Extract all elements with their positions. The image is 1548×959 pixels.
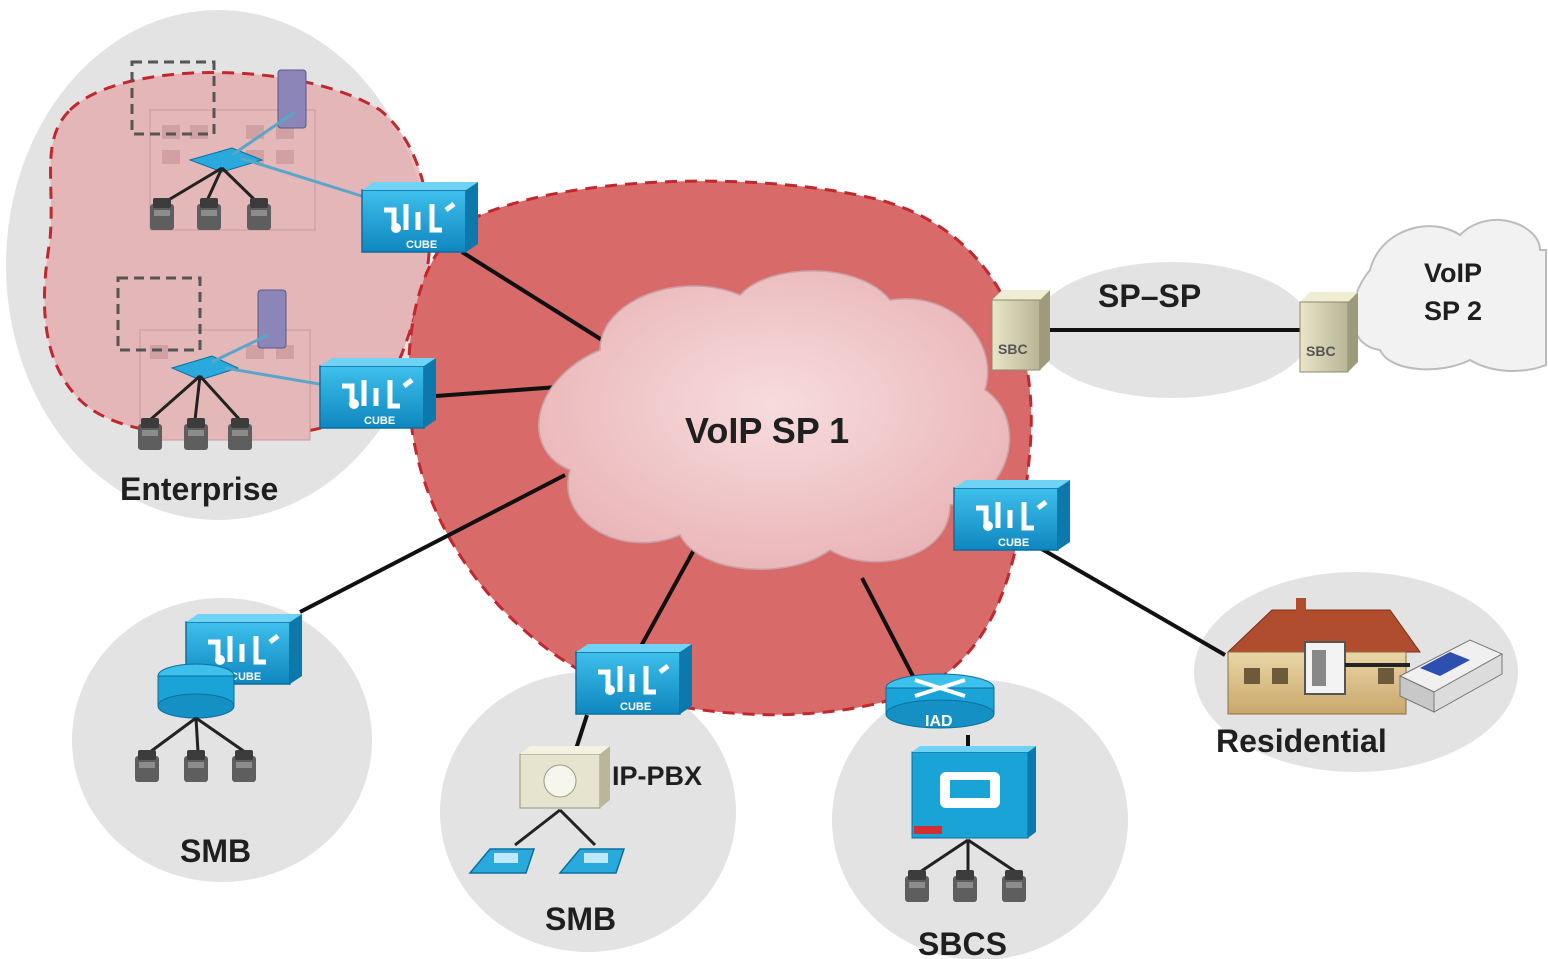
sbc-right-label: SBC — [1306, 343, 1336, 359]
ip-pbx-label: IP-PBX — [612, 761, 702, 791]
cube-router-enterprise-bottom-icon — [320, 358, 436, 428]
enterprise-building-bottom-icon — [116, 276, 326, 450]
enterprise-building-top-icon — [130, 60, 369, 231]
cube-router-smb-middle-icon — [576, 644, 692, 714]
smb-left-router-icon — [135, 663, 256, 782]
sp-sp-label: SP–SP — [1098, 278, 1201, 314]
call-manager-icon — [911, 746, 1036, 839]
ip-pbx-icon — [519, 746, 610, 809]
voip-sp2-label-line1: VoIP — [1424, 258, 1482, 288]
cube-router-residential-icon — [954, 480, 1070, 550]
sbc-right-icon: SBC — [1299, 292, 1358, 373]
iad-label: IAD — [925, 713, 953, 730]
house-icon — [1226, 598, 1421, 715]
sbc-left-icon: SBC — [991, 290, 1050, 371]
iad-router-icon: IAD — [885, 673, 995, 730]
phone-handset-icon — [1304, 641, 1410, 695]
sbc-left-label: SBC — [998, 341, 1028, 357]
voip-sp2-cloud — [1351, 219, 1547, 373]
cube-router-enterprise-top-icon — [362, 182, 478, 252]
voip-sp1-cloud — [538, 270, 1011, 571]
smb-middle-bubble — [440, 672, 736, 952]
smb-middle-label: SMB — [545, 901, 616, 937]
voip-sp2-label-line2: SP 2 — [1424, 296, 1482, 326]
sbcs-label: SBCS — [918, 926, 1007, 959]
modem-icon — [1398, 639, 1504, 713]
residential-label: Residential — [1216, 723, 1387, 759]
smb-left-label: SMB — [180, 833, 251, 869]
enterprise-label: Enterprise — [120, 471, 278, 507]
voip-sp1-label: VoIP SP 1 — [685, 410, 849, 451]
